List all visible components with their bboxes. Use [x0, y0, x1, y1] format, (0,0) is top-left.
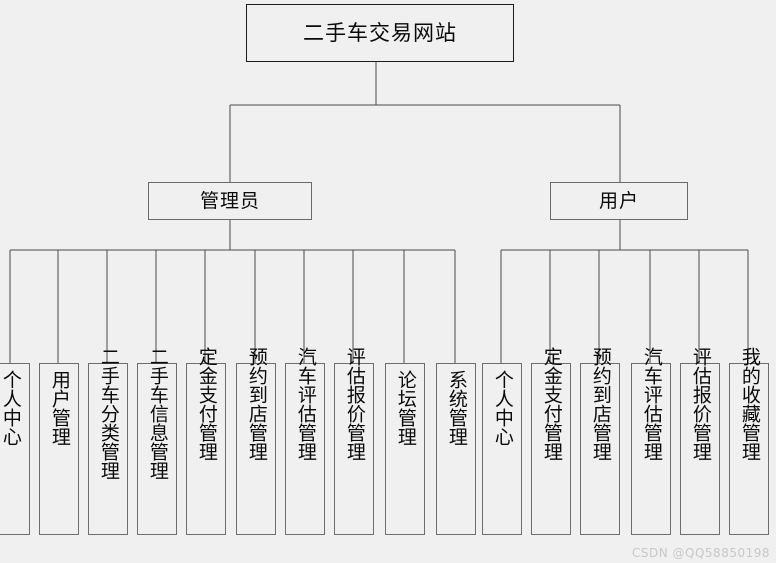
leaf-user-0-label: 个人中心: [491, 370, 514, 446]
leaf-user-5-label: 我的收藏管理: [738, 347, 761, 461]
leaf-admin-3[interactable]: 二手车信息管理: [137, 347, 177, 535]
leaf-admin-7-label: 评估报价管理: [343, 347, 366, 461]
node-user-label: 用户: [598, 189, 639, 212]
csdn-watermark: CSDN @QQ58850198: [632, 546, 770, 560]
leaf-admin-1-label: 用户管理: [48, 370, 71, 446]
leaf-user-5[interactable]: 我的收藏管理: [729, 347, 769, 535]
leaf-admin-9[interactable]: 系统管理: [436, 363, 476, 535]
leaf-admin-6-label: 汽车评估管理: [294, 347, 317, 461]
leaf-admin-2-label: 二手车分类管理: [97, 347, 120, 480]
root-node-label: 二手车交易网站: [303, 20, 457, 45]
leaf-user-4-label: 评估报价管理: [689, 347, 712, 461]
leaf-admin-8-label: 论坛管理: [394, 370, 417, 446]
leaf-admin-3-label: 二手车信息管理: [146, 347, 169, 480]
leaf-user-2-label: 预约到店管理: [589, 347, 612, 461]
node-admin[interactable]: 管理员: [148, 182, 312, 220]
leaf-admin-2[interactable]: 二手车分类管理: [88, 347, 128, 535]
root-node[interactable]: 二手车交易网站: [246, 4, 514, 62]
leaf-admin-6[interactable]: 汽车评估管理: [285, 347, 325, 535]
leaf-admin-5-label: 预约到店管理: [245, 347, 268, 461]
leaf-admin-8[interactable]: 论坛管理: [385, 363, 425, 535]
leaf-user-4[interactable]: 评估报价管理: [680, 347, 720, 535]
leaf-user-3[interactable]: 汽车评估管理: [631, 347, 671, 535]
leaf-admin-1[interactable]: 用户管理: [39, 363, 79, 535]
leaf-user-1-label: 定金支付管理: [540, 347, 563, 461]
leaf-user-0[interactable]: 个人中心: [482, 363, 522, 535]
leaf-user-1[interactable]: 定金支付管理: [531, 347, 571, 535]
leaf-admin-5[interactable]: 预约到店管理: [236, 347, 276, 535]
leaf-admin-0-label: 个人中心: [0, 370, 22, 446]
node-admin-label: 管理员: [199, 189, 260, 212]
leaf-admin-9-label: 系统管理: [445, 370, 468, 446]
leaf-user-3-label: 汽车评估管理: [640, 347, 663, 461]
leaf-admin-4[interactable]: 定金支付管理: [186, 347, 226, 535]
leaf-admin-0[interactable]: 个人中心: [0, 363, 30, 535]
node-user[interactable]: 用户: [550, 182, 688, 220]
leaf-user-2[interactable]: 预约到店管理: [580, 347, 620, 535]
leaf-admin-7[interactable]: 评估报价管理: [334, 347, 374, 535]
leaf-admin-4-label: 定金支付管理: [195, 347, 218, 461]
